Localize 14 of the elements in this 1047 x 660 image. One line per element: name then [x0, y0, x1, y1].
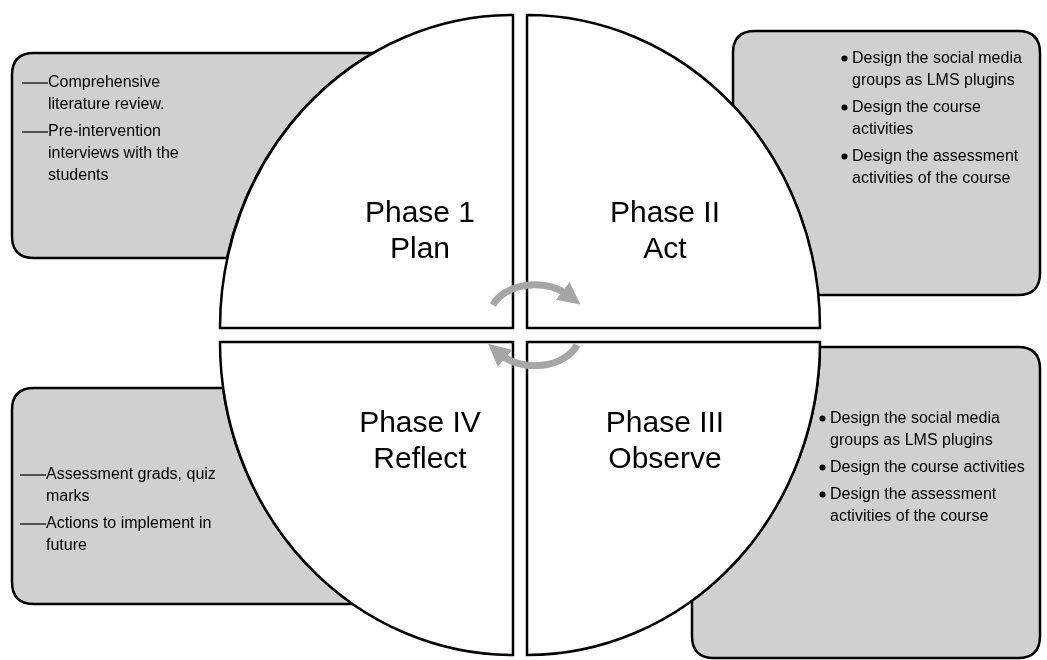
phase-title: Phase III Observe	[604, 404, 726, 476]
phase-title: Phase 1 Plan	[363, 194, 477, 266]
bullet-text: Design the course activities	[852, 97, 982, 139]
bullet-text: Design the course activities	[830, 457, 1025, 477]
bullet-text: Actions to implement in future	[46, 513, 213, 555]
bullet-text: Assessment grads, quiz marks	[46, 464, 217, 506]
bullet-text: Design the social media groups as LMS plugins	[852, 48, 1023, 90]
phase-title: Phase IV Reflect	[358, 404, 482, 476]
phase-title: Phase II Act	[608, 194, 722, 266]
bullet-text: Comprehensive literature review.	[48, 72, 166, 114]
bullet-text: Pre-intervention interviews with the students	[48, 121, 180, 185]
bullet-text: Design the assessment activities of the course	[830, 484, 998, 526]
bullet-text: Design the social media groups as LMS plugins	[830, 408, 1001, 450]
bullet-text: Design the assessment activities of the course	[852, 146, 1020, 188]
